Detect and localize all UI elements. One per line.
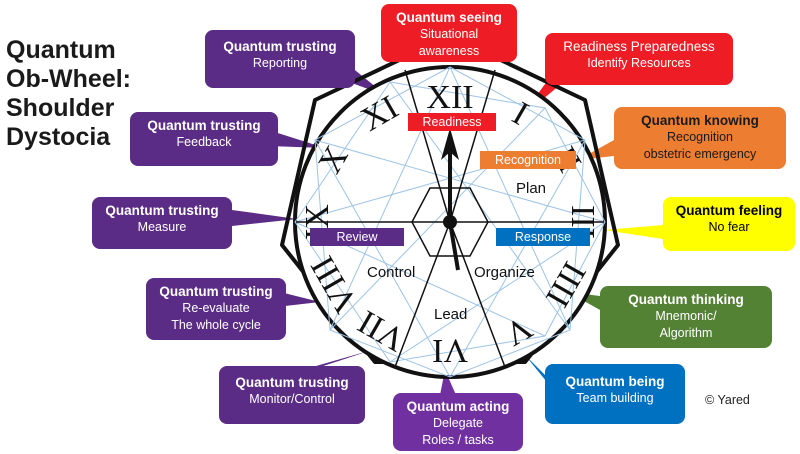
callout-title: Quantum thinking xyxy=(628,292,744,307)
callout-line: Identify Resources xyxy=(587,56,691,70)
callout-title: Quantum trusting xyxy=(223,39,337,54)
control-label: Control xyxy=(367,264,416,281)
callout-quantum-acting: Quantum acting Delegate Roles / tasks xyxy=(393,393,523,451)
callout-title: Readiness Preparedness xyxy=(563,39,715,54)
callout-quantum-being: Quantum being Team building xyxy=(545,364,685,424)
callout-line: The whole cycle xyxy=(171,318,261,332)
callout-title: Quantum feeling xyxy=(675,203,783,218)
callout-line: Measure xyxy=(137,220,187,234)
callout-quantum-trusting-reevaluate: Quantum trusting Re-evaluate The whole c… xyxy=(146,278,286,340)
pointer-feeling xyxy=(604,225,663,239)
callout-title: Quantum knowing xyxy=(641,113,759,128)
readiness-label: Readiness xyxy=(408,113,496,131)
callout-line: Recognition xyxy=(666,130,733,144)
recognition-label: Recognition xyxy=(480,151,576,169)
plan-label: Plan xyxy=(516,180,547,197)
callout-quantum-seeing: Quantum seeing Situational awareness xyxy=(381,4,517,62)
callout-quantum-trusting-measure: Quantum trusting Measure xyxy=(92,197,232,249)
callout-title: Quantum trusting xyxy=(235,375,349,390)
callout-title: Quantum being xyxy=(565,374,665,389)
callout-line: Team building xyxy=(576,391,654,405)
callout-quantum-thinking: Quantum thinking Mnemonic/ Algorithm xyxy=(600,286,772,348)
title-line-1: Quantum xyxy=(6,36,116,64)
callout-title: Quantum trusting xyxy=(159,284,273,299)
callout-quantum-trusting-reporting: Quantum trusting Reporting xyxy=(205,30,355,88)
callout-quantum-trusting-monitor: Quantum trusting Monitor/Control xyxy=(219,366,365,424)
copyright-text: © Yared xyxy=(705,393,750,407)
title-line-2: Ob-Wheel: xyxy=(6,65,131,93)
review-label: Review xyxy=(310,228,404,246)
callout-line: Mnemonic/ xyxy=(655,309,717,323)
callout-line: Algorithm xyxy=(659,326,713,340)
pointer-measure xyxy=(232,210,297,226)
callout-line: Reporting xyxy=(252,56,308,70)
callout-title: Quantum seeing xyxy=(396,10,502,25)
callout-line: Re-evaluate xyxy=(182,301,250,315)
numeral-12: XII xyxy=(426,79,473,116)
callout-line: No fear xyxy=(708,220,750,234)
title-line-3: Shoulder xyxy=(6,94,115,122)
title-line-4: Dystocia xyxy=(6,123,111,151)
callout-readiness-preparedness: Readiness Preparedness Identify Resource… xyxy=(545,33,733,85)
callout-quantum-feeling: Quantum feeling No fear xyxy=(663,197,795,251)
callout-line: Feedback xyxy=(176,135,232,149)
callout-line: Monitor/Control xyxy=(249,392,335,406)
callout-title: Quantum trusting xyxy=(105,203,219,218)
callout-quantum-knowing: Quantum knowing Recognition obstetric em… xyxy=(614,107,786,169)
response-label: Response xyxy=(496,228,590,246)
callout-line: obstetric emergency xyxy=(643,147,757,161)
callout-line: Delegate xyxy=(432,416,484,430)
page-title: Quantum Ob-Wheel: Shoulder Dystocia xyxy=(6,36,131,152)
lead-label: Lead xyxy=(434,306,468,323)
callout-title: Quantum trusting xyxy=(147,118,261,133)
pointer-reevaluate xyxy=(280,292,320,306)
numeral-6: VI xyxy=(432,332,468,369)
callout-quantum-trusting-feedback: Quantum trusting Feedback xyxy=(130,112,278,166)
callout-title: Quantum acting xyxy=(406,399,510,414)
organize-label: Organize xyxy=(474,264,535,281)
clock-hub xyxy=(441,128,460,271)
callout-line: awareness xyxy=(418,44,480,58)
callout-line: Roles / tasks xyxy=(422,433,494,447)
callout-line: Situational xyxy=(419,27,479,41)
